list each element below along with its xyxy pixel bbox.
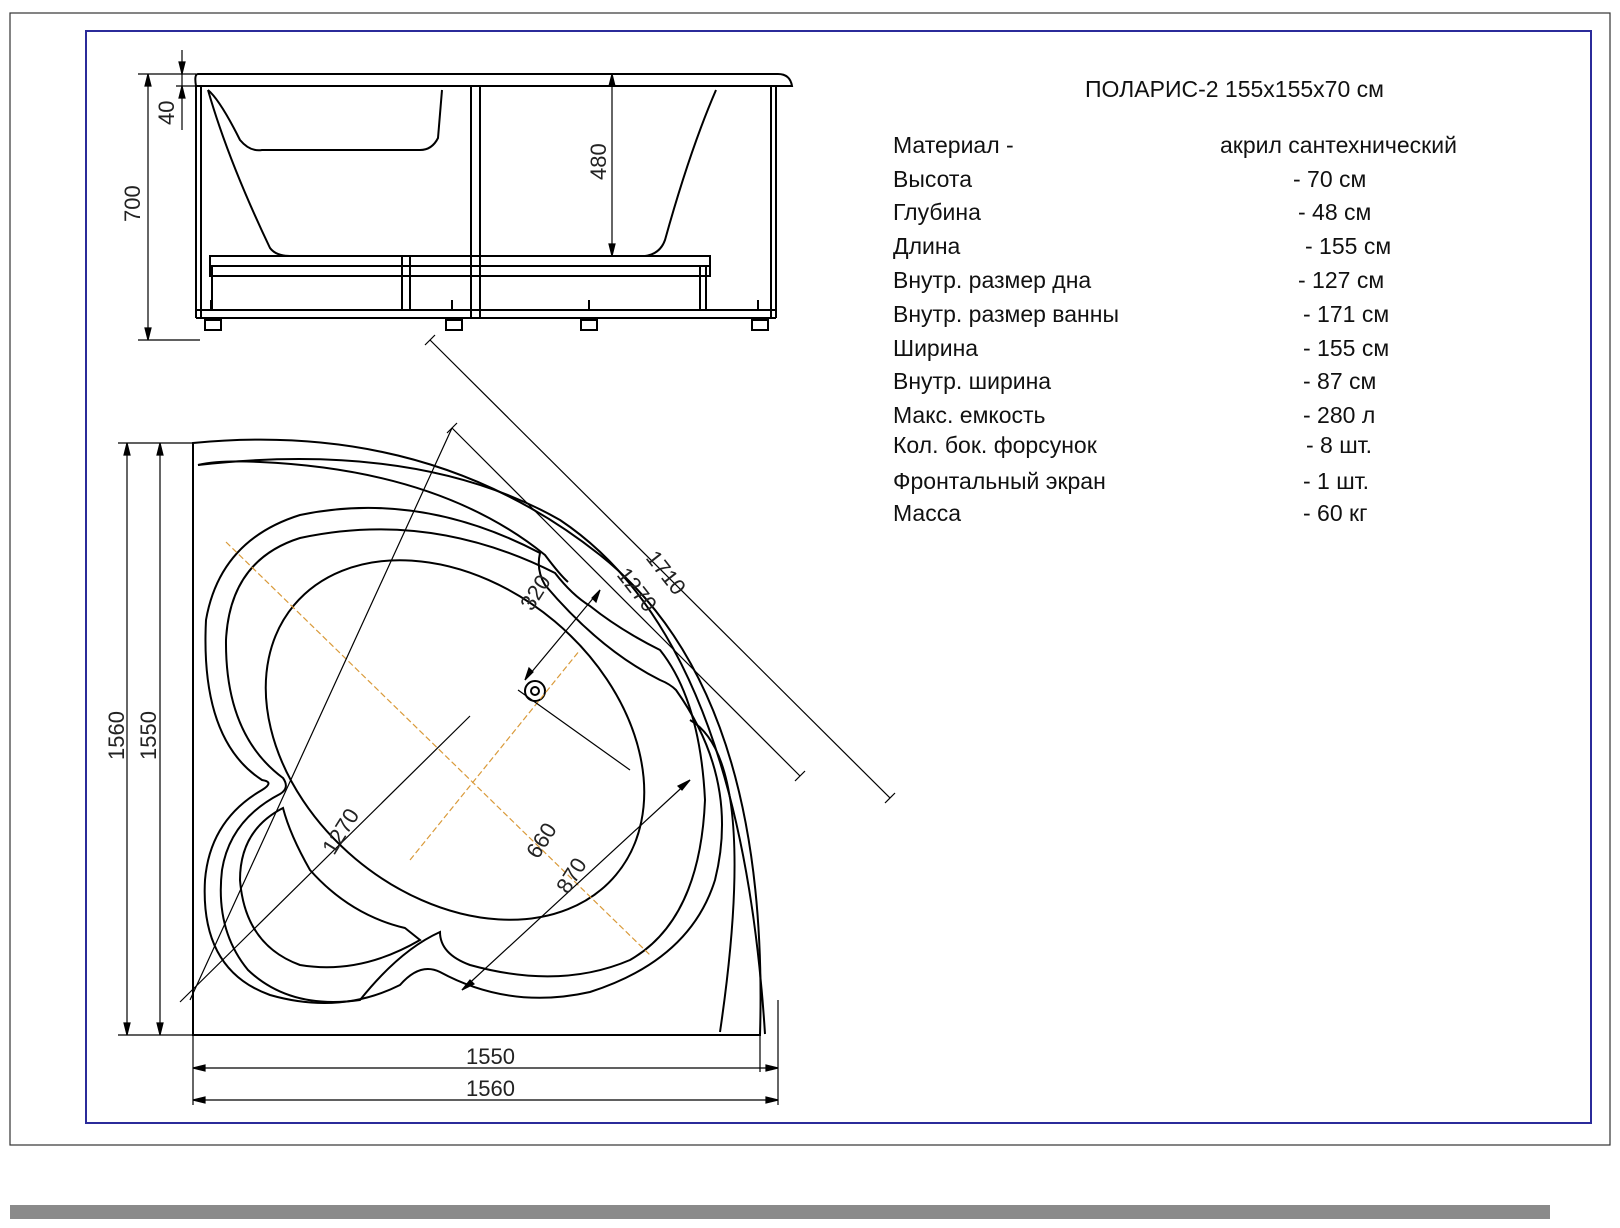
dim-bowl-width: 660 xyxy=(521,818,562,862)
spec-value: - 155 см xyxy=(1303,335,1390,361)
drawing-frame xyxy=(85,30,1592,1124)
side-view xyxy=(194,73,794,331)
bowl-inner xyxy=(264,559,646,921)
dim-width-outer: 1560 xyxy=(466,1076,515,1101)
spec-row: Внутр. размер ванны - 171 см xyxy=(893,301,1513,333)
spec-label: Фронтальный экран xyxy=(893,468,1106,494)
spec-label: Высота xyxy=(893,166,972,192)
rim-arc-2 xyxy=(197,460,569,583)
spec-label: Внутр. размер ванны xyxy=(893,301,1119,327)
rim-arc-3 xyxy=(689,719,736,1033)
centerlines xyxy=(225,541,651,956)
spec-value: - 280 л xyxy=(1303,402,1376,428)
spec-label: Длина xyxy=(893,233,961,259)
spec-value: - 70 см xyxy=(1293,166,1367,192)
seat-inner xyxy=(238,806,422,969)
spec-row: Масса - 60 кг xyxy=(893,500,1513,532)
spec-label: Внутр. размер дна xyxy=(893,267,1092,293)
rim-arc-1 xyxy=(197,458,766,1035)
spec-label: Глубина xyxy=(893,199,981,225)
spec-label: Кол. бок. форсунок xyxy=(893,432,1097,458)
spec-value: - 8 шт. xyxy=(1306,432,1373,458)
spec-row: Внутр. размер дна - 127 см xyxy=(893,267,1513,299)
spec-value: - 48 см xyxy=(1298,199,1372,225)
spec-value: - 127 см xyxy=(1298,267,1385,293)
spec-label: Материал - xyxy=(893,132,1014,158)
basin-middle xyxy=(219,528,707,1003)
spec-value: - 87 см xyxy=(1303,368,1377,394)
dim-inner-width: 870 xyxy=(551,853,592,897)
spec-value: акрил сантехнический xyxy=(1220,132,1457,158)
spec-value: - 1 шт. xyxy=(1303,468,1370,494)
drain xyxy=(524,680,546,702)
product-title: ПОЛАРИС-2 155x155x70 см xyxy=(1085,76,1384,102)
spec-row: Глубина - 48 см xyxy=(893,199,1513,231)
dim-width-inner: 1550 xyxy=(466,1044,515,1069)
spec-label: Ширина xyxy=(893,335,979,361)
dim-height: 700 xyxy=(120,185,145,222)
basin-outer xyxy=(203,506,724,1004)
dim-rim: 40 xyxy=(154,101,179,125)
dim-depth: 480 xyxy=(586,143,611,180)
spec-row: Внутр. ширина - 87 см xyxy=(893,368,1513,400)
spec-row: Кол. бок. форсунок - 8 шт. xyxy=(893,432,1513,464)
tub-shell-right xyxy=(480,89,717,257)
tub-shell-left xyxy=(207,89,443,152)
spec-value: - 155 см xyxy=(1305,233,1392,259)
spec-row: Фронтальный экран - 1 шт. xyxy=(893,468,1513,500)
top-view xyxy=(192,438,766,1036)
tub-outline-outer xyxy=(192,438,762,1036)
spec-row: Высота - 70 см xyxy=(893,166,1513,198)
spec-label: Макс. емкость xyxy=(893,402,1046,428)
spec-row: Длина - 155 см xyxy=(893,233,1513,265)
bottom-bar xyxy=(10,1205,1550,1219)
spec-label: Масса xyxy=(893,500,962,526)
dim-height-inner: 1550 xyxy=(136,711,161,760)
spec-row: Ширина - 155 см xyxy=(893,335,1513,367)
spec-label: Внутр. ширина xyxy=(893,368,1052,394)
spec-value: - 60 кг xyxy=(1303,500,1368,526)
sheet-border xyxy=(9,12,1611,1146)
spec-row: Материал - акрил сантехнический xyxy=(893,132,1513,164)
tub-feet xyxy=(204,318,769,331)
dim-length-bottom: 1270 xyxy=(317,804,364,859)
spec-value: - 171 см xyxy=(1303,301,1390,327)
dim-seat: 320 xyxy=(515,570,556,614)
dim-height-outer: 1560 xyxy=(104,711,129,760)
spec-row: Макс. емкость - 280 л xyxy=(893,402,1513,434)
tub-rim xyxy=(194,73,794,87)
